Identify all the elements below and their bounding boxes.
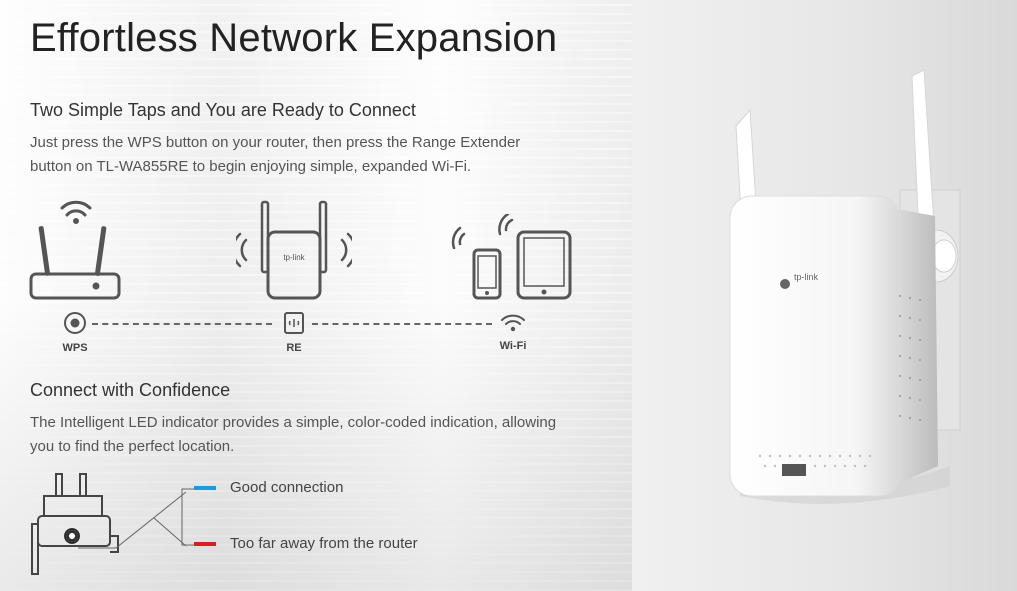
led-swatch-blue: [194, 486, 216, 490]
extender-brand-mark: tp-link: [283, 253, 305, 262]
devices-icon: [451, 214, 572, 300]
wifi-icon: [501, 314, 525, 332]
re-label: RE: [286, 342, 302, 354]
led-swatch-red: [194, 542, 216, 546]
section-heading-led: Connect with Confidence: [30, 380, 231, 400]
connection-line-1: [92, 323, 272, 325]
led-label-far: Too far away from the router: [230, 535, 418, 552]
background-room-image: [0, 0, 632, 591]
section-heading-setup: Two Simple Taps and You are Ready to Con…: [30, 100, 416, 120]
extender-icon: tp-link: [236, 200, 352, 300]
page-title: Effortless Network Expansion: [30, 16, 558, 60]
section-body-led-line1: The Intelligent LED indicator provides a…: [30, 414, 557, 431]
background-floor: [0, 300, 632, 591]
wifi-label: Wi-Fi: [499, 340, 527, 352]
extender-side-illustration: [31, 473, 187, 575]
wps-button-icon: [64, 312, 86, 334]
re-button-icon: [284, 312, 304, 334]
led-label-good: Good connection: [230, 479, 344, 496]
wps-label: WPS: [62, 342, 88, 354]
section-body-led-line2: you to find the perfect location.: [30, 438, 235, 455]
connection-line-2: [312, 323, 492, 325]
product-brand-mark: tp-link: [794, 272, 819, 282]
range-extender-product-image: tp-link: [729, 69, 961, 504]
led-legend-bracket: [181, 488, 194, 546]
section-body-setup-line1: Just press the WPS button on your router…: [30, 134, 521, 151]
tp-link-logo-icon: [780, 279, 790, 289]
router-icon: [29, 200, 121, 300]
section-body-setup-line2: button on TL-WA855RE to begin enjoying s…: [30, 158, 472, 175]
